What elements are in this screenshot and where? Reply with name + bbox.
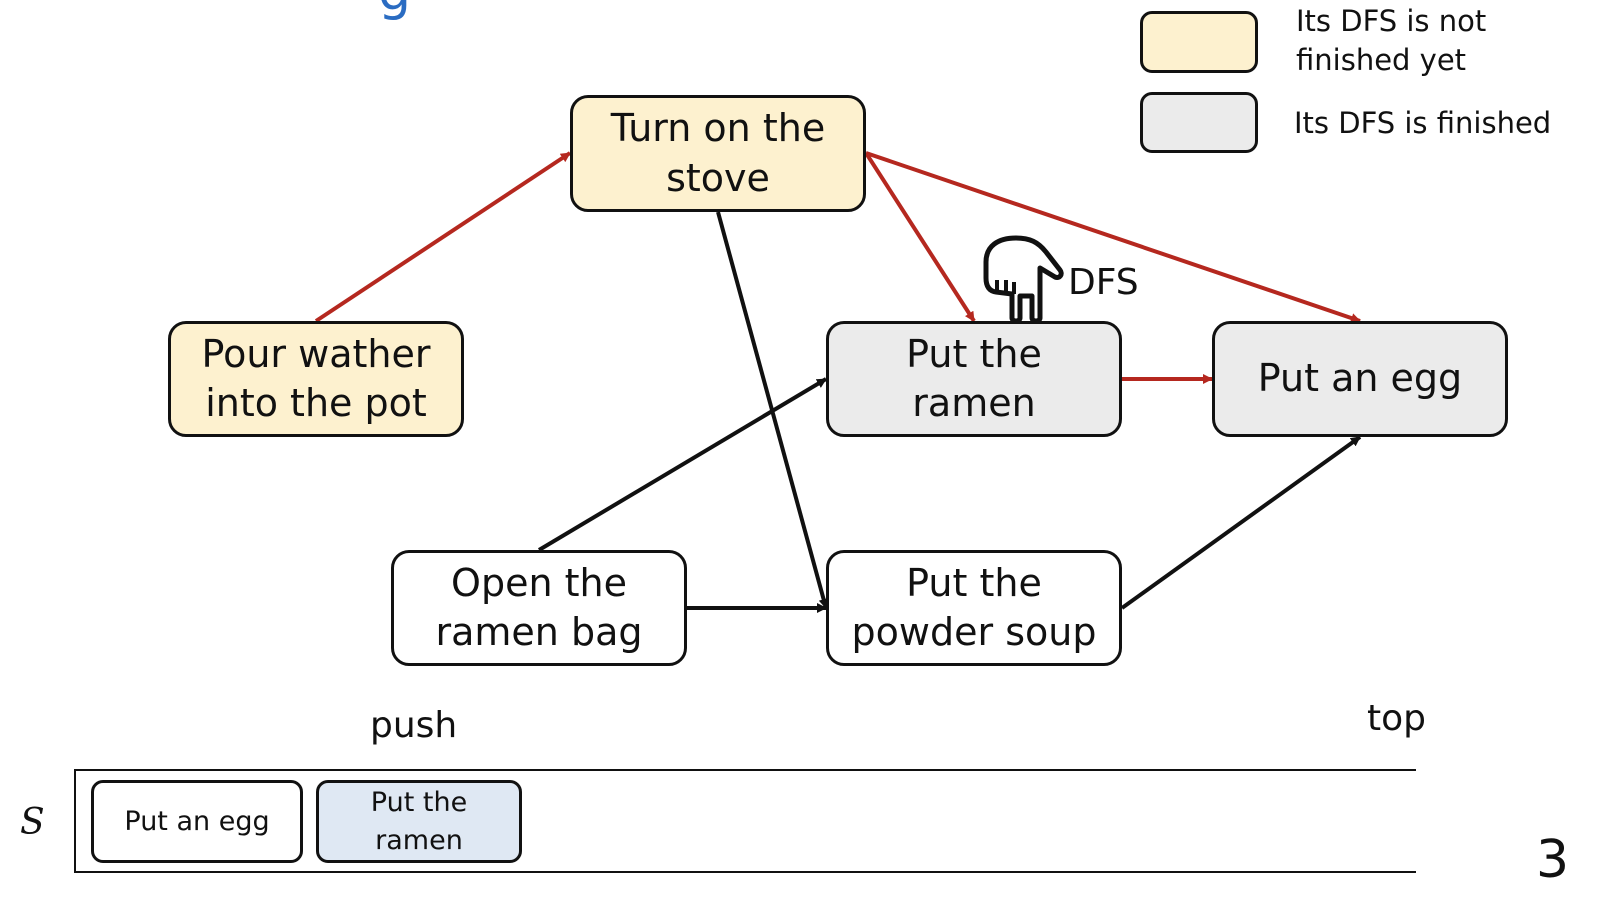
dfs-pointer: DFS (982, 232, 1139, 322)
node-open-the-ramen-bag: Open the ramen bag (391, 550, 687, 666)
slide-title-fragment: g (378, 0, 411, 22)
push-label: push (370, 705, 458, 746)
legend-swatch-finished (1140, 92, 1258, 153)
edge-pour-water-to-turn-on-stove (314, 151, 572, 323)
stack-container (74, 769, 1416, 873)
stack-name: S (20, 802, 45, 843)
top-label: top (1367, 698, 1426, 739)
page-number: 3 (1536, 830, 1570, 890)
node-put-the-powder-soup: Put the powder soup (826, 550, 1122, 666)
edge-open-bag-to-put-ramen (537, 377, 828, 552)
legend-swatch-unfinished (1140, 11, 1258, 73)
legend-label-unfinished: Its DFS is not finished yet (1296, 4, 1487, 78)
node-put-an-egg: Put an egg (1212, 321, 1508, 437)
dfs-pointer-label: DFS (1068, 262, 1139, 303)
node-turn-on-the-stove: Turn on the stove (570, 95, 866, 212)
node-pour-water-into-the-pot: Pour wather into the pot (168, 321, 464, 437)
stack-item-put-an-egg: Put an egg (91, 780, 303, 863)
edge-powder-soup-to-put-egg (1120, 435, 1362, 610)
pointing-hand-icon (983, 235, 1064, 322)
edge-turn-on-stove-to-put-egg (865, 151, 1361, 323)
edge-turn-on-stove-to-put-ramen (864, 151, 976, 323)
stack-item-put-the-ramen: Put the ramen (316, 780, 522, 863)
legend-label-finished: Its DFS is finished (1294, 106, 1552, 140)
node-put-the-ramen: Put the ramen (826, 321, 1122, 437)
